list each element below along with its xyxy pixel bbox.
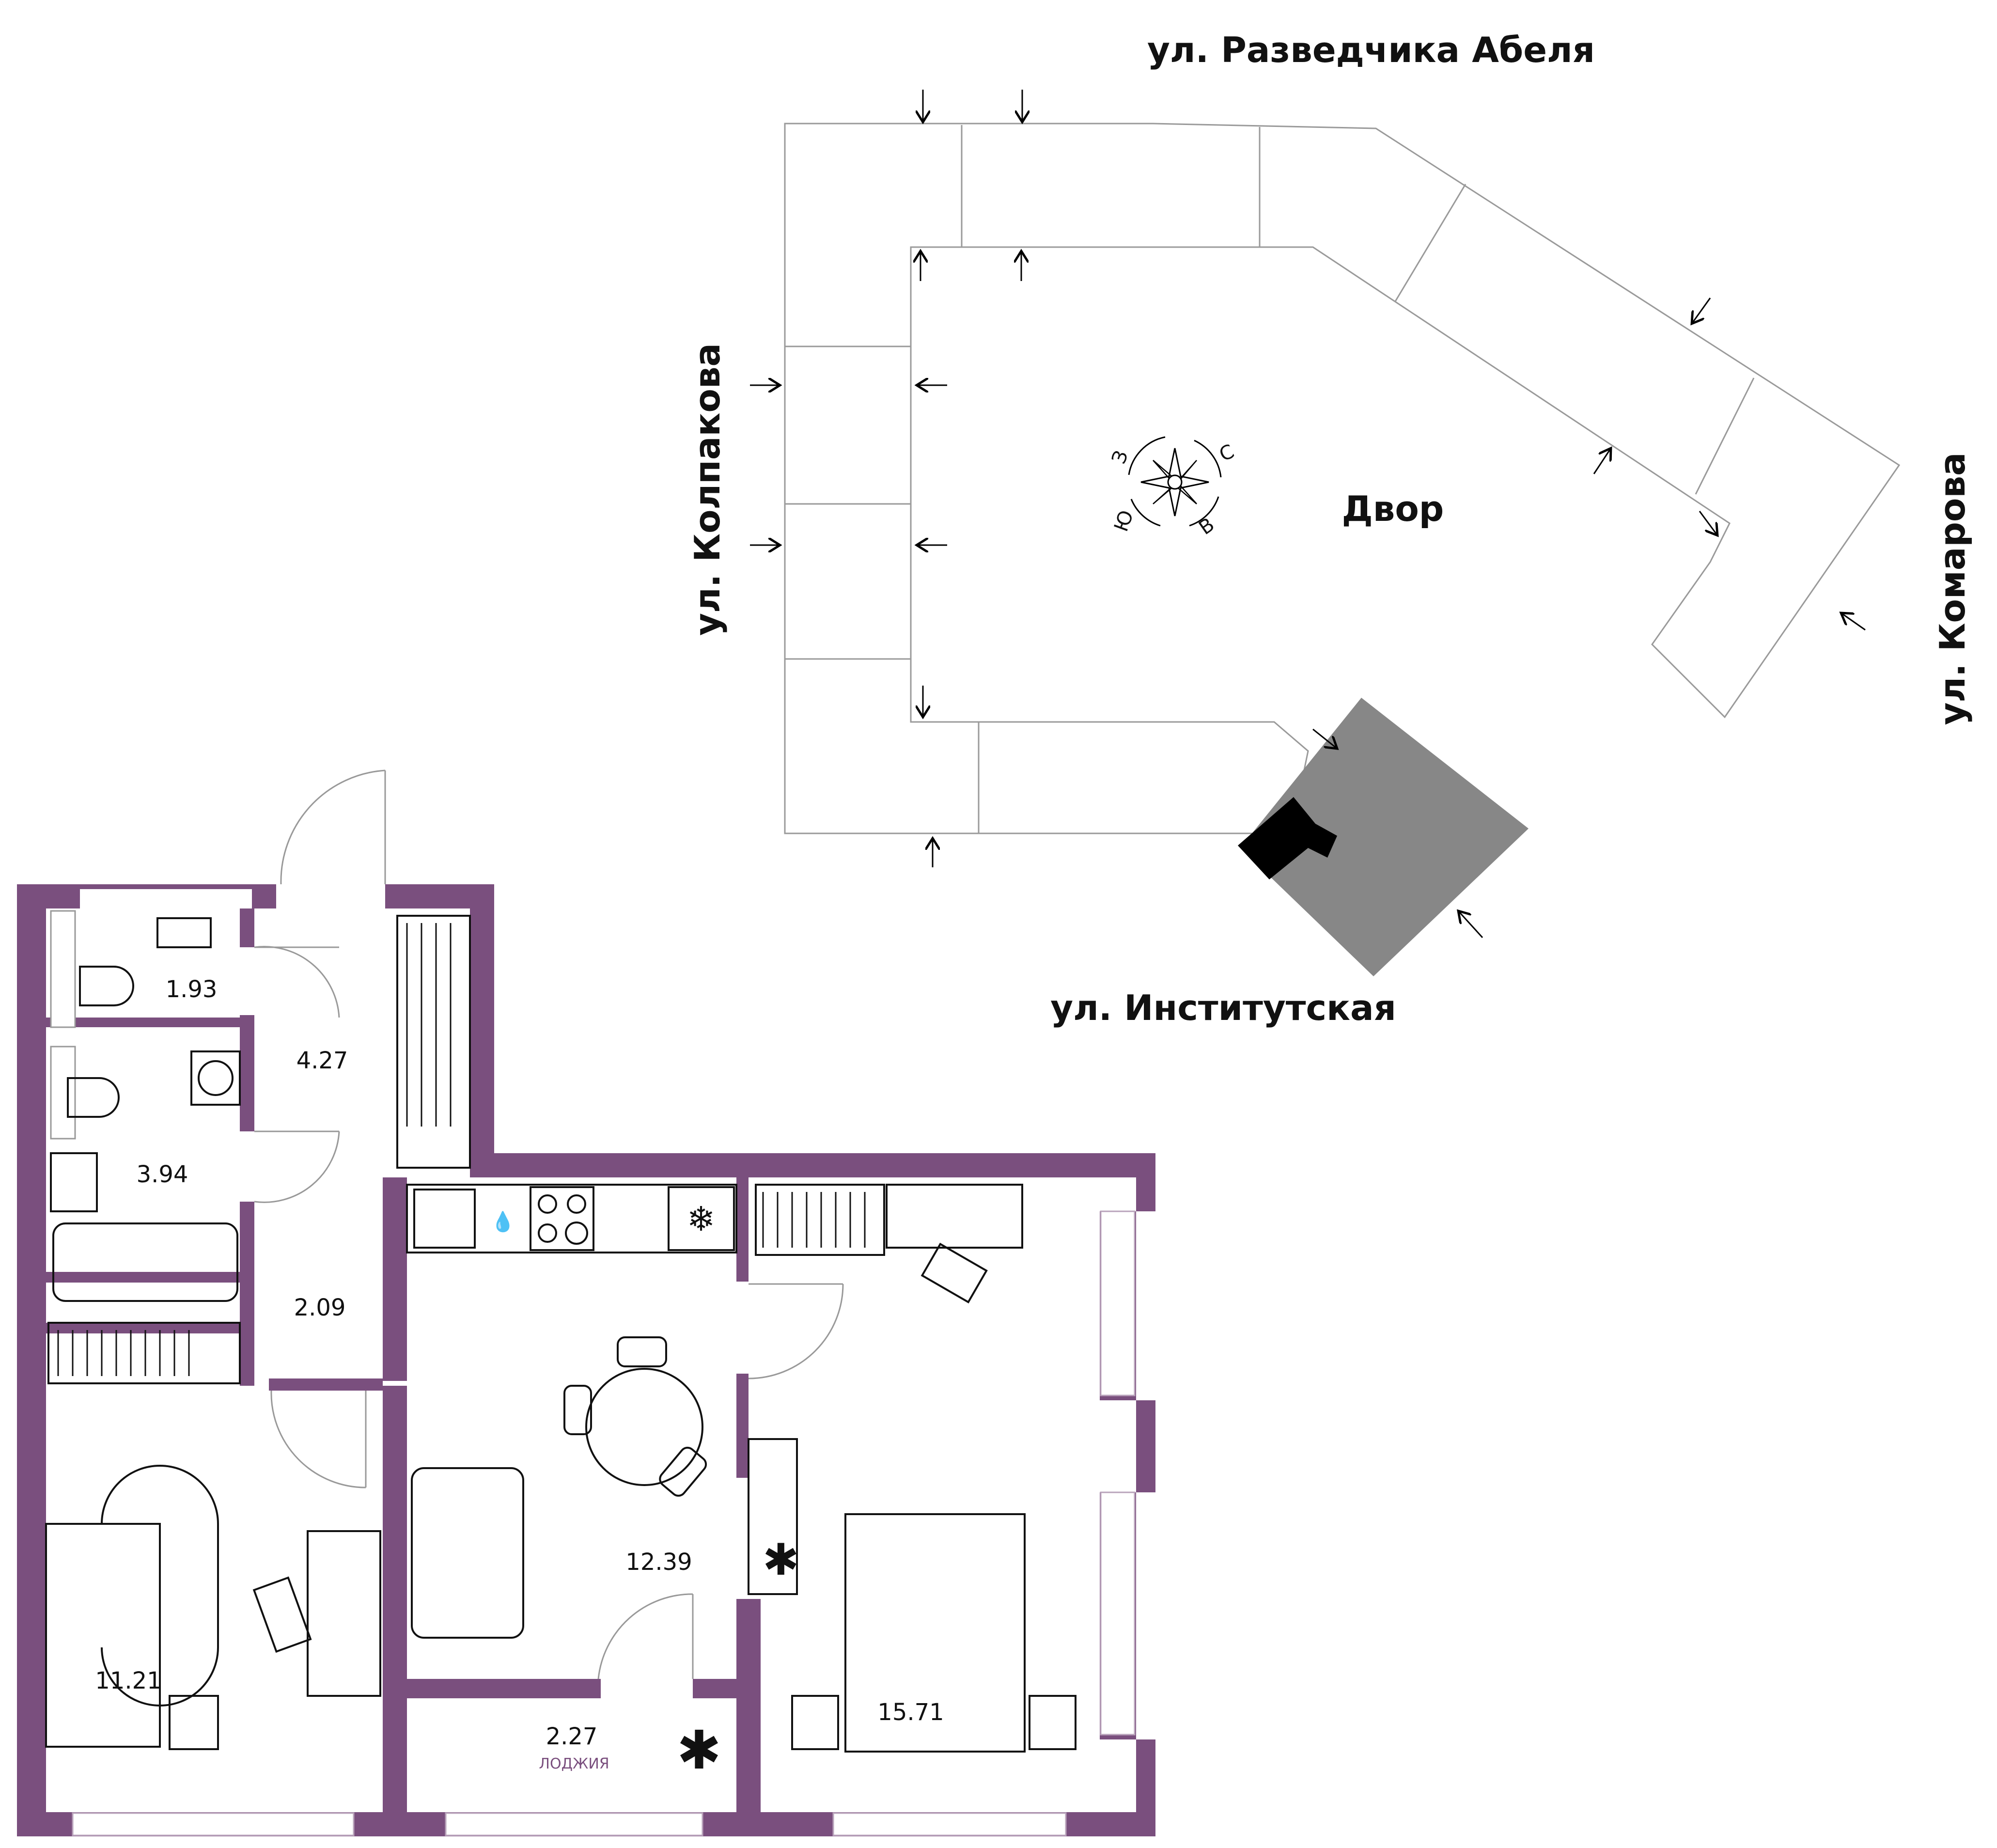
- compass-rose-icon: С В Ю З: [1108, 436, 1238, 539]
- wc-area-label: 1.93: [166, 976, 218, 1003]
- door-arc-icon: [280, 769, 386, 885]
- wardrobe: [755, 1184, 885, 1256]
- stove: [530, 1186, 594, 1251]
- walls: [17, 884, 1155, 1836]
- bed: [844, 1513, 1026, 1753]
- door-arc-icon: [748, 1284, 844, 1379]
- radiators: [57, 923, 866, 1376]
- site-plan: С В Ю З Двор ул. Разведчика Абеля ул. Ин…: [687, 30, 1973, 1028]
- nightstand: [791, 1695, 839, 1750]
- street-west-label: ул. Колпакова: [687, 343, 728, 636]
- compass-north-label: С: [1216, 440, 1238, 466]
- sink: [156, 917, 212, 948]
- bathtub: [52, 1222, 238, 1302]
- courtyard-label: Двор: [1342, 488, 1444, 529]
- toilet: [79, 966, 134, 1006]
- chair: [252, 1576, 312, 1653]
- entrance-arrow-icon: [1593, 448, 1611, 474]
- bedroom-right-area-label: 15.71: [877, 1699, 944, 1726]
- apartment-plan: ❄ 💧 ✱ ✱ 1.93 4.27 3.94 2.09 12.39 11.21 …: [17, 769, 1155, 1836]
- wardrobe: [396, 915, 471, 1169]
- washing-machine: [190, 1050, 241, 1106]
- street-east-label: ул. Комарова: [1932, 453, 1973, 725]
- entrance-arrow-icon: [1312, 728, 1337, 749]
- entrance-arrow-icon: [1458, 911, 1483, 939]
- bath-area-label: 3.94: [137, 1161, 188, 1188]
- section-dividers: [785, 125, 1755, 833]
- compass-east-label: В: [1195, 514, 1218, 539]
- corridor-area-label: 2.09: [294, 1294, 346, 1321]
- neighbor-building: [1240, 698, 1529, 976]
- fridge: [668, 1186, 735, 1251]
- plant-icon: ✱: [677, 1719, 721, 1781]
- droplet-icon: 💧: [491, 1210, 515, 1233]
- armchair-sofa: [411, 1467, 524, 1639]
- entrance-arrow-icon: [1699, 511, 1717, 535]
- door-swings: [254, 769, 844, 1679]
- chair: [920, 1242, 988, 1304]
- desk: [307, 1530, 381, 1697]
- door-arc-icon: [597, 1593, 693, 1679]
- toilet: [67, 1077, 120, 1118]
- entrance-arrow-icon: [1692, 298, 1711, 324]
- dining-table: [585, 1368, 703, 1486]
- door-arc-icon: [270, 1390, 366, 1488]
- door-arc-icon: [254, 1131, 340, 1203]
- apartment-location-marker: [1238, 797, 1337, 879]
- door-arc-icon: [254, 946, 340, 1018]
- fixtures: [45, 915, 1077, 1753]
- hall-area-label: 4.27: [296, 1047, 348, 1074]
- kitchen-area-label: 12.39: [625, 1549, 692, 1576]
- compass-south-label: Ю: [1110, 507, 1138, 534]
- plant-icon: ✱: [763, 1535, 799, 1585]
- snowflake-icon: ❄: [687, 1199, 716, 1239]
- windows: [50, 910, 1136, 1836]
- desk: [886, 1184, 1023, 1249]
- nightstand: [1029, 1695, 1077, 1750]
- kitchen-counter: [406, 1184, 737, 1253]
- wardrobe: [47, 1322, 241, 1384]
- loggia-area-label: 2.27: [546, 1723, 598, 1750]
- shelf: [748, 1438, 798, 1595]
- bed: [45, 1523, 161, 1748]
- entrance-arrow-icon: [1841, 613, 1866, 631]
- kitchen-sink: [413, 1189, 476, 1249]
- compass-west-label: З: [1108, 448, 1133, 467]
- street-north-label: ул. Разведчика Абеля: [1147, 30, 1595, 70]
- nightstand: [169, 1695, 219, 1750]
- loggia-label: ЛОДЖИЯ: [539, 1755, 609, 1772]
- street-south-label: ул. Институтская: [1050, 987, 1396, 1028]
- sink: [50, 1152, 98, 1212]
- bedroom-left-area-label: 11.21: [95, 1667, 161, 1694]
- entrance-arrows: [750, 90, 1866, 939]
